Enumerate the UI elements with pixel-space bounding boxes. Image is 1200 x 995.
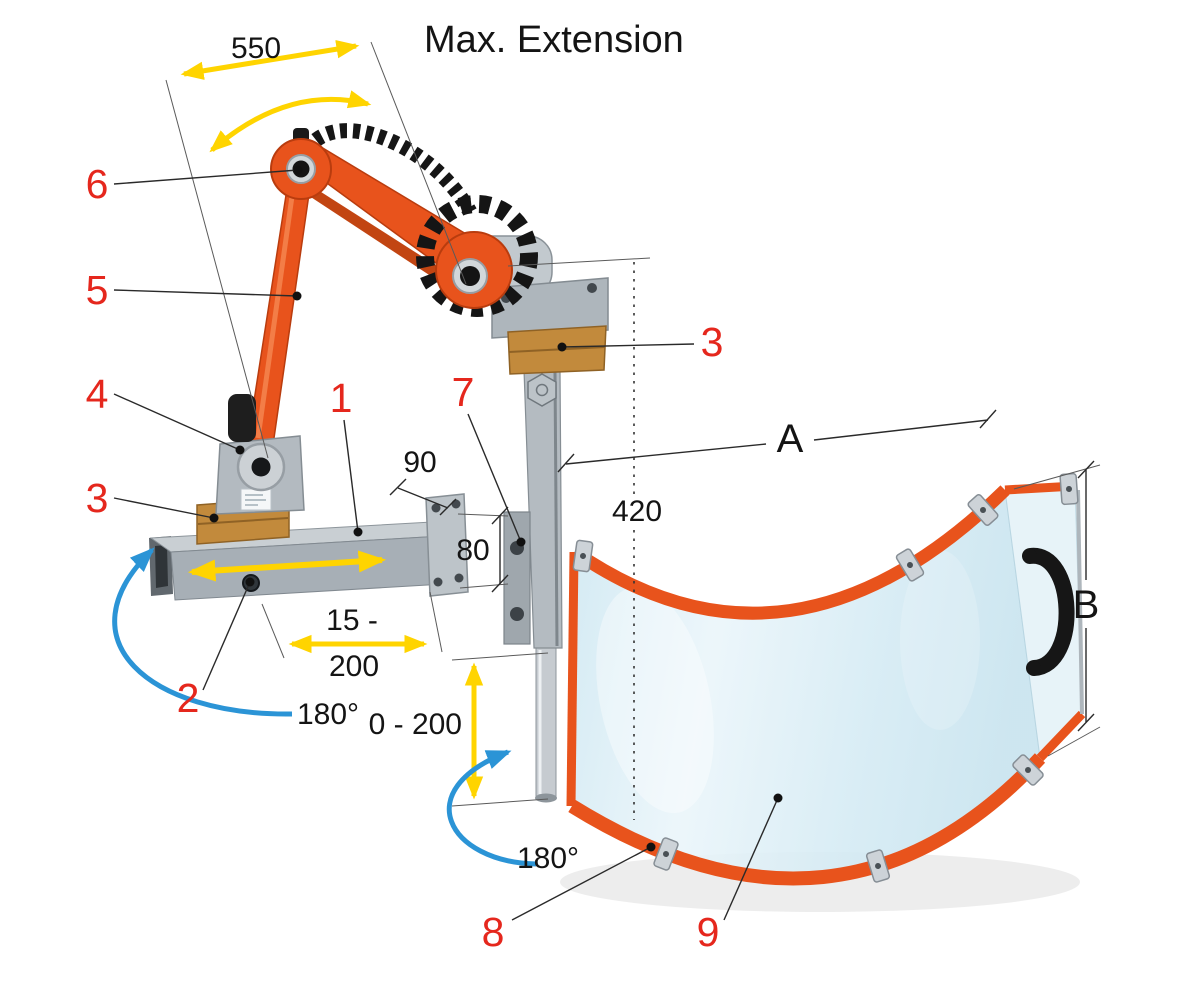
annotation-lines [112,40,1101,921]
dim-0-200: 0 - 200 [369,708,462,741]
dim-550-arrow [180,40,360,80]
dim-550: 550 [231,32,281,65]
clamp-knob [228,394,256,442]
shield-bottom-rim [568,753,1046,886]
protection-shield [566,472,1086,886]
dim-b: B [1073,583,1100,627]
column-rotation-arrow [446,749,537,867]
dim-180-beam: 180° [297,698,359,731]
dim-420: 420 [612,495,662,528]
shield-left-edge [566,551,579,807]
callout-6: 6 [86,161,109,207]
callout-4: 4 [86,371,109,417]
callout-3-left: 3 [86,475,109,521]
swing-arc-arrow [209,90,372,153]
beam-slide-arrow [187,550,387,582]
flange-bolt-lower [510,607,524,621]
dim-90: 90 [403,446,436,479]
beam-rotation-arrow [112,547,293,717]
callout-2: 2 [177,675,200,721]
callout-7: 7 [452,369,475,415]
dim-15-200-line1: 15 - [326,604,378,637]
callout-8: 8 [482,909,505,955]
beam-end-plate [425,493,469,597]
callout-3-right: 3 [701,319,724,365]
shield-top-rim [571,485,1010,620]
callout-5: 5 [86,267,109,313]
shield-right-edge [1076,489,1084,715]
callout-numbers: 6 5 4 3 1 7 3 2 8 9 [86,161,724,955]
shield-right-bottom-rim [1036,710,1086,762]
dim-80: 80 [456,534,489,567]
panel-clip [1059,472,1079,506]
panel-clip [572,539,594,573]
mount-plate [491,277,609,339]
callout-9: 9 [697,909,720,955]
dim-180-column: 180° [517,842,579,875]
articulated-arm [246,123,538,453]
dimension-labels: Max. Extension 550 90 80 15 - 200 420 0 … [231,19,1099,875]
dim-15-200-line2: 200 [329,650,379,683]
callout-1: 1 [330,375,353,421]
glass-highlight [596,586,714,814]
page-title: Max. Extension [424,19,684,61]
hex-bolt [527,373,557,407]
lower-arm [246,164,314,453]
support-column [503,369,563,803]
dim-a: A [777,417,804,461]
shield-handle [1022,547,1075,676]
